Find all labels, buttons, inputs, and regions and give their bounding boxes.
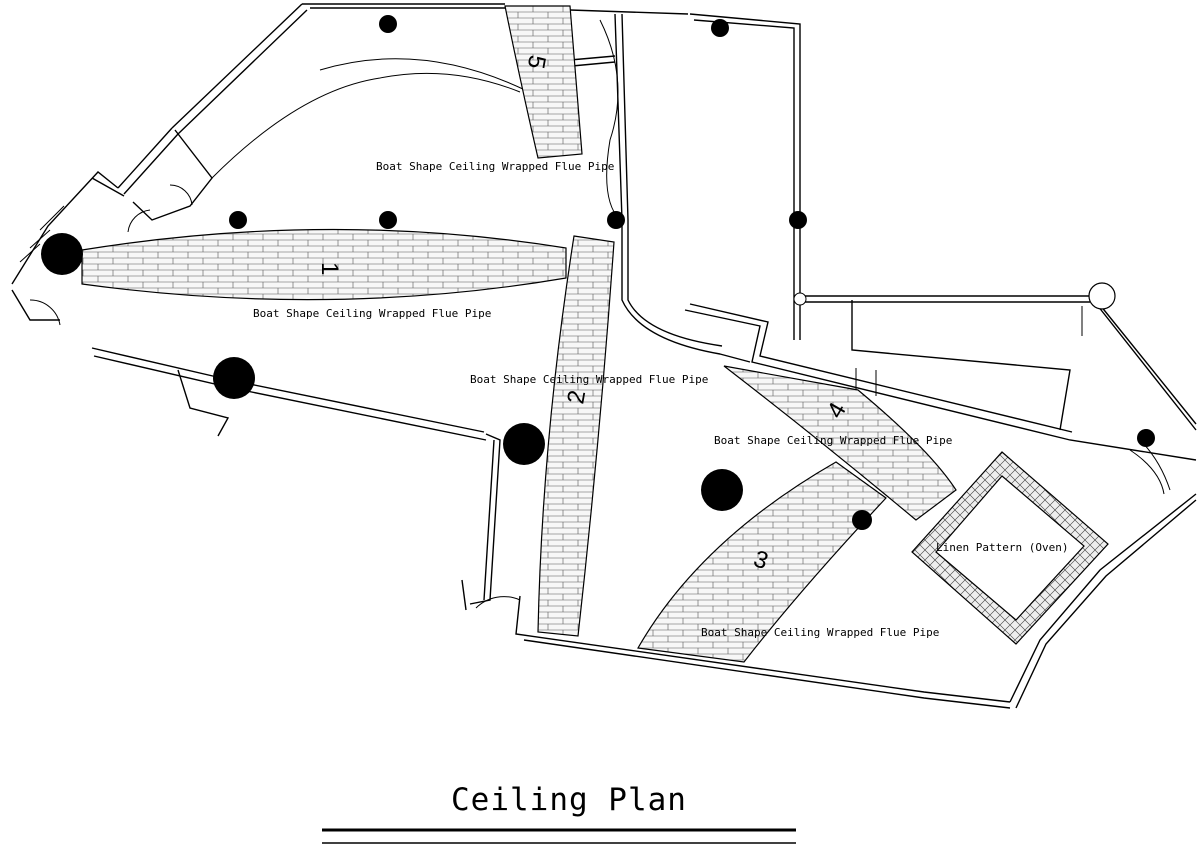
boat-label-5: Boat Shape Ceiling Wrapped Flue Pipe [376, 160, 614, 173]
plan-title: Ceiling Plan [451, 782, 687, 818]
boat-number-2: 2 [562, 388, 591, 406]
oven-linen-frame [911, 451, 1109, 645]
boat-label-2: Boat Shape Ceiling Wrapped Flue Pipe [470, 373, 708, 386]
title-underline [322, 828, 796, 844]
oven-label: Linen Pattern (Oven) [936, 541, 1068, 554]
boat-number-1: 1 [316, 262, 343, 275]
boat-number-5: 5 [522, 53, 551, 71]
boat-ceiling-3: 3 [637, 461, 887, 663]
flue-pipe-markers [41, 15, 1155, 530]
boat-ceiling-4: 4 [723, 365, 957, 521]
boat-ceiling-5: 5 [504, 5, 583, 159]
boat-label-1: Boat Shape Ceiling Wrapped Flue Pipe [253, 307, 491, 320]
boat-ceiling-2: 2 [537, 235, 615, 637]
boat-ceiling-1: 1 [81, 228, 567, 301]
boat-label-4: Boat Shape Ceiling Wrapped Flue Pipe [714, 434, 952, 447]
boat-label-3: Boat Shape Ceiling Wrapped Flue Pipe [701, 626, 939, 639]
